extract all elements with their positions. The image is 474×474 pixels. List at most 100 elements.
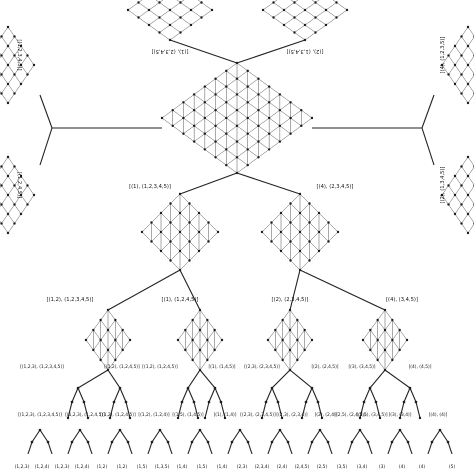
central-lattice-node xyxy=(257,77,260,80)
central-lattice-edge xyxy=(226,133,238,142)
right-lower-lattice-node xyxy=(460,203,463,206)
left-upper-lattice-edge xyxy=(7,64,15,75)
central-lattice-edge xyxy=(204,109,216,119)
node-label: [(2,3), (2,3,4,5)] xyxy=(244,364,280,370)
mid-right-lattice-node xyxy=(298,211,302,215)
third-lattice-node xyxy=(398,328,401,332)
mid-right-lattice-edge xyxy=(280,241,291,252)
right-lower-lattice-edge xyxy=(454,185,462,196)
central-lattice-node xyxy=(257,140,260,143)
top-left-lattice-node xyxy=(147,23,151,27)
node-label: [(1,2,3,4,5)] xyxy=(16,39,22,70)
top-right-lattice-edge xyxy=(304,32,316,41)
top-right-lattice-node xyxy=(261,8,265,12)
leaf-fork-edge xyxy=(191,429,201,443)
third-lattice-edge xyxy=(289,309,298,321)
leaf-fork-edge xyxy=(439,429,449,443)
mid-left-lattice-edge xyxy=(160,231,171,242)
left-lower-lattice-edge xyxy=(7,213,15,224)
central-lattice-edge xyxy=(183,117,195,127)
right-lower-lattice-node xyxy=(453,174,457,178)
third-lattice-edge xyxy=(100,309,109,321)
connector-line xyxy=(187,369,201,389)
central-lattice-edge xyxy=(183,109,195,119)
third-lattice-edge xyxy=(192,319,201,331)
central-lattice-node xyxy=(310,116,314,120)
left-upper-lattice-node xyxy=(0,54,3,57)
mid-right-lattice-edge xyxy=(299,193,310,204)
leaf-edge xyxy=(167,441,173,455)
left-lower-lattice-edge xyxy=(14,185,22,196)
node-label: [(4), (3,4,5)] xyxy=(386,297,418,303)
third-lattice-edge xyxy=(199,309,208,321)
left-upper-lattice-node xyxy=(32,63,36,67)
right-lower-lattice-edge xyxy=(448,175,456,186)
right-upper-lattice-edge xyxy=(441,55,449,66)
mid-right-lattice-node xyxy=(279,249,283,253)
central-lattice-node xyxy=(257,93,260,96)
central-lattice-node xyxy=(289,116,292,120)
central-lattice-edge xyxy=(226,149,238,158)
node-label: (2,4,5) xyxy=(295,464,310,470)
third-lattice-node xyxy=(121,328,124,332)
right-upper-lattice-edge xyxy=(467,93,474,104)
mid-right-lattice-edge xyxy=(290,241,301,252)
node-label: [(4), (1,2,3,5)] xyxy=(440,37,446,74)
left-upper-lattice-edge xyxy=(0,71,2,75)
third-lattice-edge xyxy=(192,349,201,361)
central-lattice-node xyxy=(225,148,228,151)
top-left-lattice-edge xyxy=(197,0,202,3)
top-right-lattice-edge xyxy=(283,24,295,33)
central-lattice-node xyxy=(203,148,207,151)
leaf-fork-edge xyxy=(231,429,241,443)
node-label: [(3,5), (3,4,5)] xyxy=(356,412,388,418)
third-lattice-edge xyxy=(199,349,208,361)
right-lower-lattice-node xyxy=(440,193,444,197)
mid-right-lattice-edge xyxy=(318,222,329,233)
fourth-tree-edge xyxy=(375,401,381,419)
mid-left-lattice-edge xyxy=(189,222,200,233)
central-lattice-edge xyxy=(290,125,302,134)
right-upper-lattice-edge xyxy=(448,64,456,75)
right-lower-lattice-edge xyxy=(454,194,462,205)
mid-left-lattice-edge xyxy=(170,250,181,261)
left-upper-lattice-edge xyxy=(14,55,22,66)
node-label: (1,5) xyxy=(137,464,148,470)
third-lattice-edge xyxy=(362,329,371,341)
central-lattice-edge xyxy=(204,102,216,111)
right-lower-lattice-edge xyxy=(467,213,474,224)
top-left-lattice-edge xyxy=(138,17,150,26)
top-left-lattice-edge xyxy=(169,32,181,41)
fourth-tree-node xyxy=(320,416,324,420)
node-label: [(4), (4,5)] xyxy=(409,364,432,370)
third-lattice-edge xyxy=(199,329,208,341)
third-lattice-edge xyxy=(199,359,208,371)
third-lattice-node xyxy=(106,328,110,332)
third-lattice-edge xyxy=(392,329,400,341)
central-lattice-edge xyxy=(268,117,281,127)
third-lattice-edge xyxy=(399,329,408,341)
central-lattice-edge xyxy=(226,94,238,103)
central-lattice-edge xyxy=(215,117,227,127)
left-upper-lattice-edge xyxy=(14,74,22,85)
mid-right-lattice-edge xyxy=(271,212,282,223)
node-label: (4) xyxy=(399,464,406,470)
top-right-lattice-edge xyxy=(304,9,316,18)
node-label: [(1), (1,4)] xyxy=(214,412,237,418)
node-label: (1,5) xyxy=(197,464,208,470)
central-lattice-edge xyxy=(193,102,206,111)
mid-left-lattice-node xyxy=(159,249,163,253)
right-upper-lattice-node xyxy=(460,92,463,95)
left-upper-lattice-edge xyxy=(14,83,22,94)
connector-line xyxy=(299,269,386,311)
third-lattice-node xyxy=(184,328,187,332)
left-upper-lattice-edge xyxy=(7,93,15,104)
right-upper-lattice-node xyxy=(447,73,450,76)
leaf-fork-edge xyxy=(239,429,249,443)
central-lattice-edge xyxy=(204,133,216,142)
central-lattice-edge xyxy=(247,133,259,142)
right-upper-lattice-node xyxy=(466,44,470,48)
mid-left-lattice-edge xyxy=(179,241,190,252)
top-left-lattice-node xyxy=(189,23,193,27)
top-right-lattice-edge xyxy=(294,2,306,11)
